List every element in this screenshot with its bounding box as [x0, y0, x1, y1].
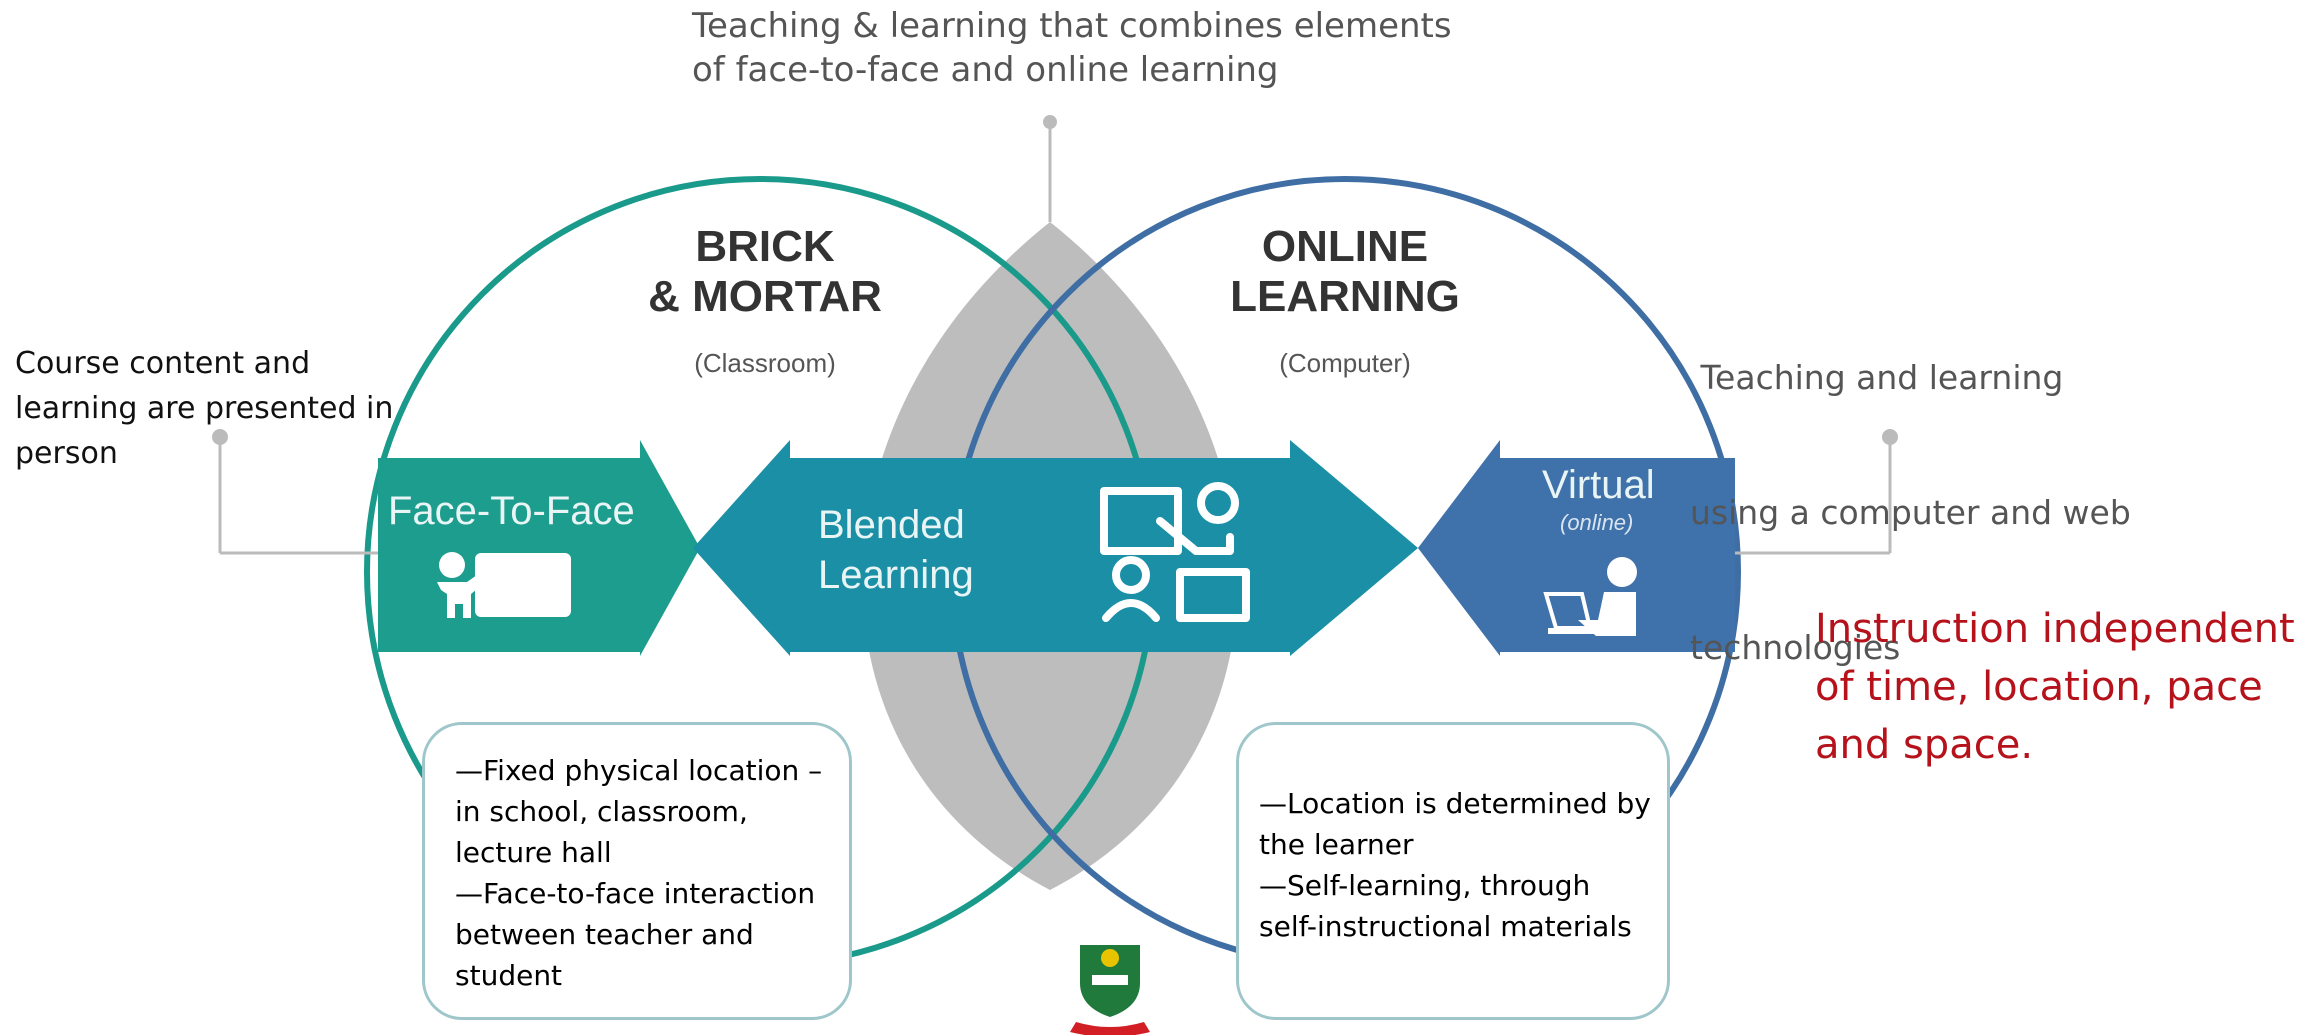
virtual-definition-note: Instruction independent of time, locatio… — [1815, 600, 2295, 774]
box-line: between teacher and — [455, 918, 754, 951]
classroom-subheading: (Classroom) — [694, 348, 836, 378]
note-line: Teaching & learning that combines elemen… — [692, 6, 1452, 46]
heading-line: BRICK — [695, 222, 835, 271]
online-definition-note: Teaching and learning using a computer a… — [1690, 265, 2210, 715]
note-line: using a computer and web — [1690, 493, 2131, 532]
note-line: of face-to-face and online learning — [692, 50, 1279, 90]
university-crest-icon — [1070, 945, 1150, 1035]
blended-learning-label: Blended Learning — [818, 500, 974, 600]
box-line: the learner — [1259, 828, 1414, 861]
box-line: —Self-learning, through — [1259, 869, 1591, 902]
note-line: person — [15, 436, 118, 471]
blended-teaching-icon — [1100, 482, 1250, 622]
online-learning-heading: ONLINE LEARNING — [1180, 222, 1510, 322]
virtual-label: Virtual — [1542, 463, 1655, 507]
blended-learning-arrow — [693, 440, 1418, 656]
box-line: in school, classroom, — [455, 795, 748, 828]
box-line: student — [455, 959, 563, 992]
laptop-learner-icon — [1543, 557, 1637, 636]
note-line: of time, location, pace — [1815, 664, 2263, 710]
box-line: —Face-to-face interaction — [455, 877, 816, 910]
brick-mortar-heading: BRICK & MORTAR — [600, 222, 930, 322]
note-line: Course content and — [15, 346, 311, 381]
virtual-online-sublabel: (online) — [1560, 510, 1634, 535]
brick-mortar-description-box: —Fixed physical location – in school, cl… — [422, 722, 852, 1020]
box-line: lecture hall — [455, 836, 612, 869]
note-line: Instruction independent — [1815, 606, 2295, 652]
teacher-board-icon — [437, 552, 571, 618]
heading-line: ONLINE — [1261, 222, 1429, 271]
online-learning-description-box: —Location is determined by the learner —… — [1236, 722, 1670, 1020]
note-line: technologies — [1690, 628, 1901, 667]
note-line: Teaching and learning — [1690, 358, 2064, 397]
box-line: —Location is determined by — [1259, 787, 1651, 820]
face-to-face-definition-note: Course content and learning are presente… — [15, 341, 435, 476]
heading-line: & MORTAR — [648, 272, 882, 321]
face-to-face-label: Face-To-Face — [388, 489, 635, 533]
heading-line: LEARNING — [1230, 272, 1460, 321]
box-line: self-instructional materials — [1259, 910, 1632, 943]
note-line: learning are presented in — [15, 391, 394, 426]
label-line: Blended — [818, 503, 965, 547]
computer-subheading: (Computer) — [1279, 348, 1411, 378]
note-line: and space. — [1815, 722, 2034, 768]
virtual-arrow — [1418, 440, 1735, 656]
connector-lines — [212, 115, 1898, 555]
blended-definition-note: Teaching & learning that combines elemen… — [692, 4, 1592, 92]
label-line: Learning — [818, 553, 974, 597]
box-line: —Fixed physical location – — [455, 754, 823, 787]
